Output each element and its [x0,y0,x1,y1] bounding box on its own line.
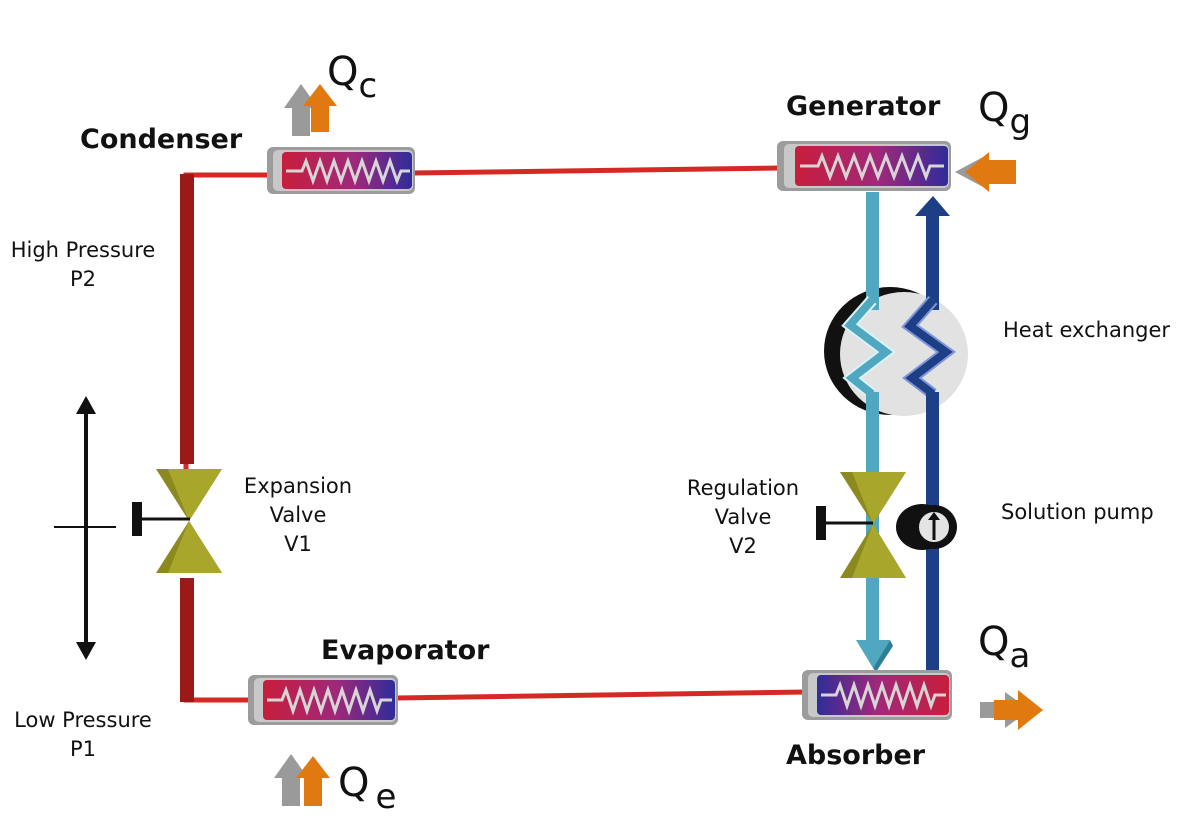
qe-symbol: Q [338,760,370,806]
pressure-axis [54,396,116,660]
expansion-valve-label: Expansion Valve V1 [238,472,358,559]
high-pressure-line1: High Pressure [10,238,156,262]
regulation-valve-line3: V2 [729,534,757,558]
qg-symbol: Q [978,85,1010,131]
evaporator-label: Evaporator [321,635,490,666]
solution-pump-icon [896,504,957,550]
evaporator-unit [248,675,398,725]
regulation-valve-line2: Valve [714,505,772,529]
high-pressure-line2: P2 [69,267,97,291]
refrigerant-lines [180,165,807,703]
low-pressure-pipe [180,578,194,702]
high-pressure-pipe [180,174,194,464]
generator-unit [777,141,951,191]
condenser-generator-line [411,165,783,176]
weak-solution-line [841,192,896,672]
qg-label: Qg [978,88,1031,142]
heat-exchanger-label: Heat exchanger [1003,318,1171,342]
generator-label: Generator [786,91,941,122]
qe-arrow-icon [274,754,330,806]
evaporator-absorber-line [395,689,807,701]
low-pressure-label: Low Pressure P1 [0,706,166,764]
qc-arrow-icon [284,84,337,136]
high-pressure-line [183,172,272,470]
qe-subscript: e [375,776,397,817]
high-pressure-label: High Pressure P2 [0,236,166,294]
regulation-valve-icon [816,472,906,578]
condenser-label: Condenser [80,124,243,155]
qa-symbol: Q [978,619,1010,665]
expansion-valve-line2: Valve [269,503,327,527]
low-pressure-line [183,578,253,703]
regulation-valve-line1: Regulation [686,476,800,500]
qg-subscript: g [1009,101,1032,142]
absorber-unit [802,670,952,720]
condenser-unit [267,147,415,194]
qc-symbol: Q [327,49,359,95]
solution-pump-label: Solution pump [1001,500,1154,524]
qc-label: Qc [327,52,377,106]
expansion-valve-line3: V1 [284,532,312,556]
low-pressure-line1: Low Pressure [14,708,152,732]
expansion-valve-line1: Expansion [243,474,353,498]
expansion-valve-icon [132,469,222,573]
qa-arrow-icon [980,690,1043,730]
absorber-label: Absorber [786,740,926,771]
qc-subscript: c [358,65,378,106]
regulation-valve-label: Regulation Valve V2 [678,474,808,561]
strong-solution-line [901,196,957,674]
qa-subscript: a [1009,635,1031,676]
qg-arrow-icon [955,152,1016,192]
qa-label: Qa [978,622,1030,676]
low-pressure-line2: P1 [69,737,97,761]
